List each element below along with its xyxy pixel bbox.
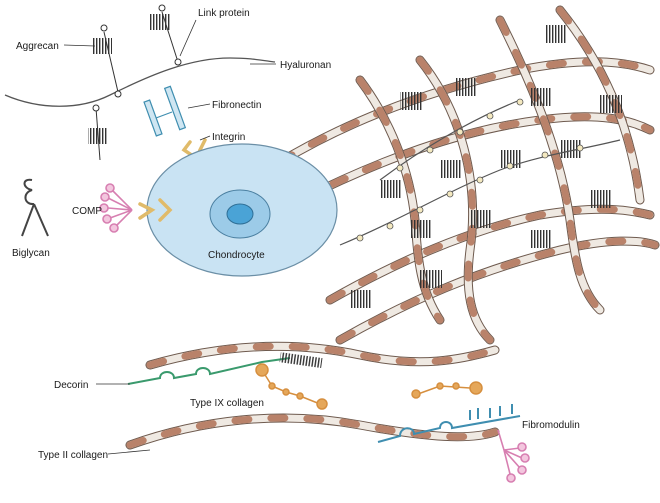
label-chondrocyte: Chondrocyte	[208, 250, 265, 261]
fibronectin-molecule	[143, 85, 187, 137]
decorin-molecule	[127, 352, 323, 385]
comp-lower	[497, 429, 530, 483]
label-fibronectin: Fibronectin	[212, 100, 261, 111]
type-ix-collagen	[255, 363, 483, 410]
aggrecan-molecules	[88, 4, 182, 161]
matrix-proteoglycans	[339, 25, 622, 308]
integrin-left	[138, 198, 173, 222]
label-decorin: Decorin	[54, 380, 88, 391]
label-link-protein: Link protein	[198, 8, 250, 19]
label-fibromodulin: Fibromodulin	[522, 420, 580, 431]
label-type-ix-collagen: Type IX collagen	[190, 398, 264, 409]
label-aggrecan: Aggrecan	[16, 41, 59, 52]
label-biglycan: Biglycan	[12, 248, 50, 259]
lower-collagen-fibrils	[125, 341, 500, 450]
chondrocyte-cell	[146, 143, 338, 277]
comp-molecule	[99, 183, 133, 233]
matrix-collagen-fibrils	[275, 5, 660, 345]
leader-lines	[63, 19, 276, 455]
label-comp: COMP	[72, 206, 102, 217]
hyaluronan-strand	[4, 57, 276, 107]
label-type-ii-collagen: Type II collagen	[38, 450, 108, 461]
fibromodulin-molecule	[377, 404, 521, 443]
label-hyaluronan: Hyaluronan	[280, 60, 331, 71]
biglycan-molecule	[21, 178, 49, 237]
label-integrin: Integrin	[212, 132, 245, 143]
